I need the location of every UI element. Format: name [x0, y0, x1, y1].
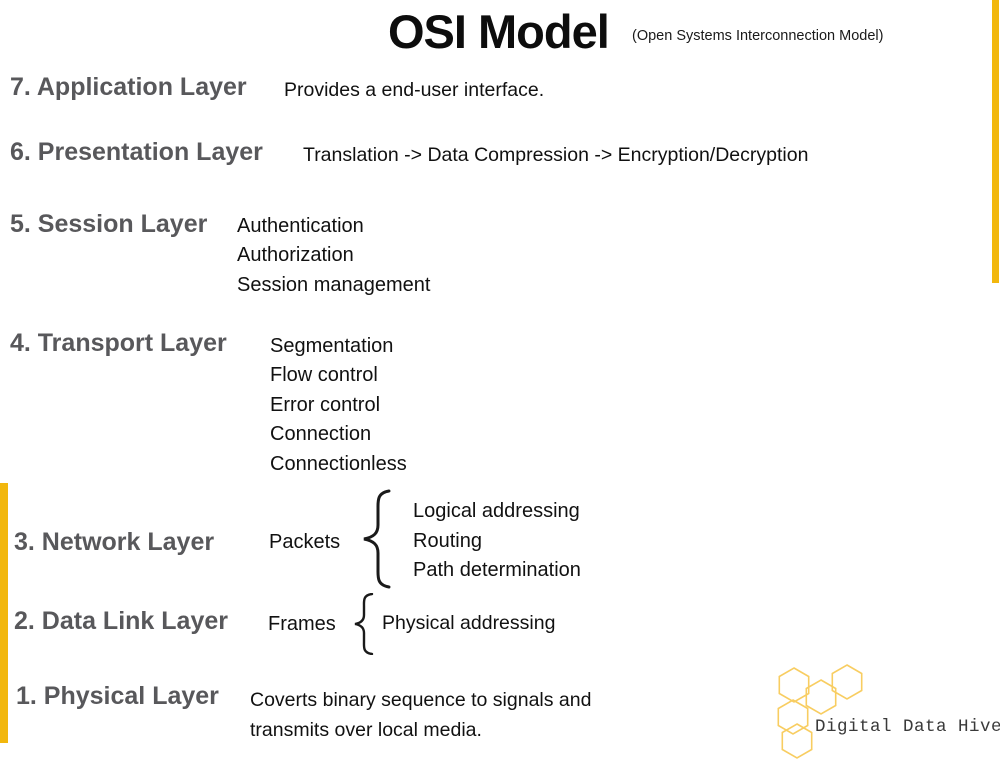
layer-1-heading: 1. Physical Layer — [16, 682, 219, 710]
layer-3-unit-label: Packets — [269, 531, 341, 553]
honeycomb-logo-icon — [777, 664, 863, 759]
page-subtitle: (Open Systems Interconnection Model) — [632, 28, 884, 44]
layer-4-item-list: Segmentation Flow control Error control … — [270, 332, 407, 479]
layer-5-item: Authentication — [237, 215, 364, 237]
layer-4-item: Segmentation — [270, 335, 394, 357]
layer-4-item: Flow control — [270, 364, 378, 387]
layer-4-item: Error control — [270, 393, 381, 416]
layer-5-item-list: Authentication Authorization Session man… — [237, 212, 430, 300]
layer-2-heading: 2. Data Link Layer — [14, 607, 228, 635]
layer-1-description-line: Coverts binary sequence to signals and — [250, 689, 592, 711]
right-accent-bar — [992, 0, 999, 283]
layer-3-item: Routing — [413, 529, 482, 552]
layer-3-item-list: Logical addressing Routing Path determin… — [413, 497, 581, 586]
layer-3-item: Logical addressing — [413, 500, 580, 522]
layer-4-item: Connection — [270, 423, 372, 446]
layer-2-unit-label: Frames — [268, 613, 336, 635]
layer-1-description: Coverts binary sequence to signals and t… — [250, 686, 591, 745]
left-accent-bar — [0, 483, 8, 743]
layer-5-item: Authorization — [237, 244, 354, 267]
layer-1-description-line: transmits over local media. — [250, 718, 482, 741]
layer-6-heading: 6. Presentation Layer — [10, 138, 263, 166]
layer-2-item: Physical addressing — [382, 612, 556, 634]
layer-5-item: Session management — [237, 273, 431, 296]
layer-4-heading: 4. Transport Layer — [10, 329, 227, 357]
layer-3-heading: 3. Network Layer — [14, 528, 215, 556]
layer-7-description: Provides a end-user interface. — [284, 79, 545, 101]
logo-text: Digital Data Hive — [815, 717, 1000, 737]
layer-6-description: Translation -> Data Compression -> Encry… — [303, 144, 809, 166]
layer-4-item: Connectionless — [270, 452, 407, 475]
layer-3-item: Path determination — [413, 559, 581, 582]
curly-brace-icon — [363, 489, 391, 589]
layer-5-heading: 5. Session Layer — [10, 210, 208, 238]
layer-7-heading: 7. Application Layer — [10, 73, 247, 101]
curly-brace-icon — [354, 593, 374, 655]
page-title: OSI Model — [388, 5, 610, 58]
